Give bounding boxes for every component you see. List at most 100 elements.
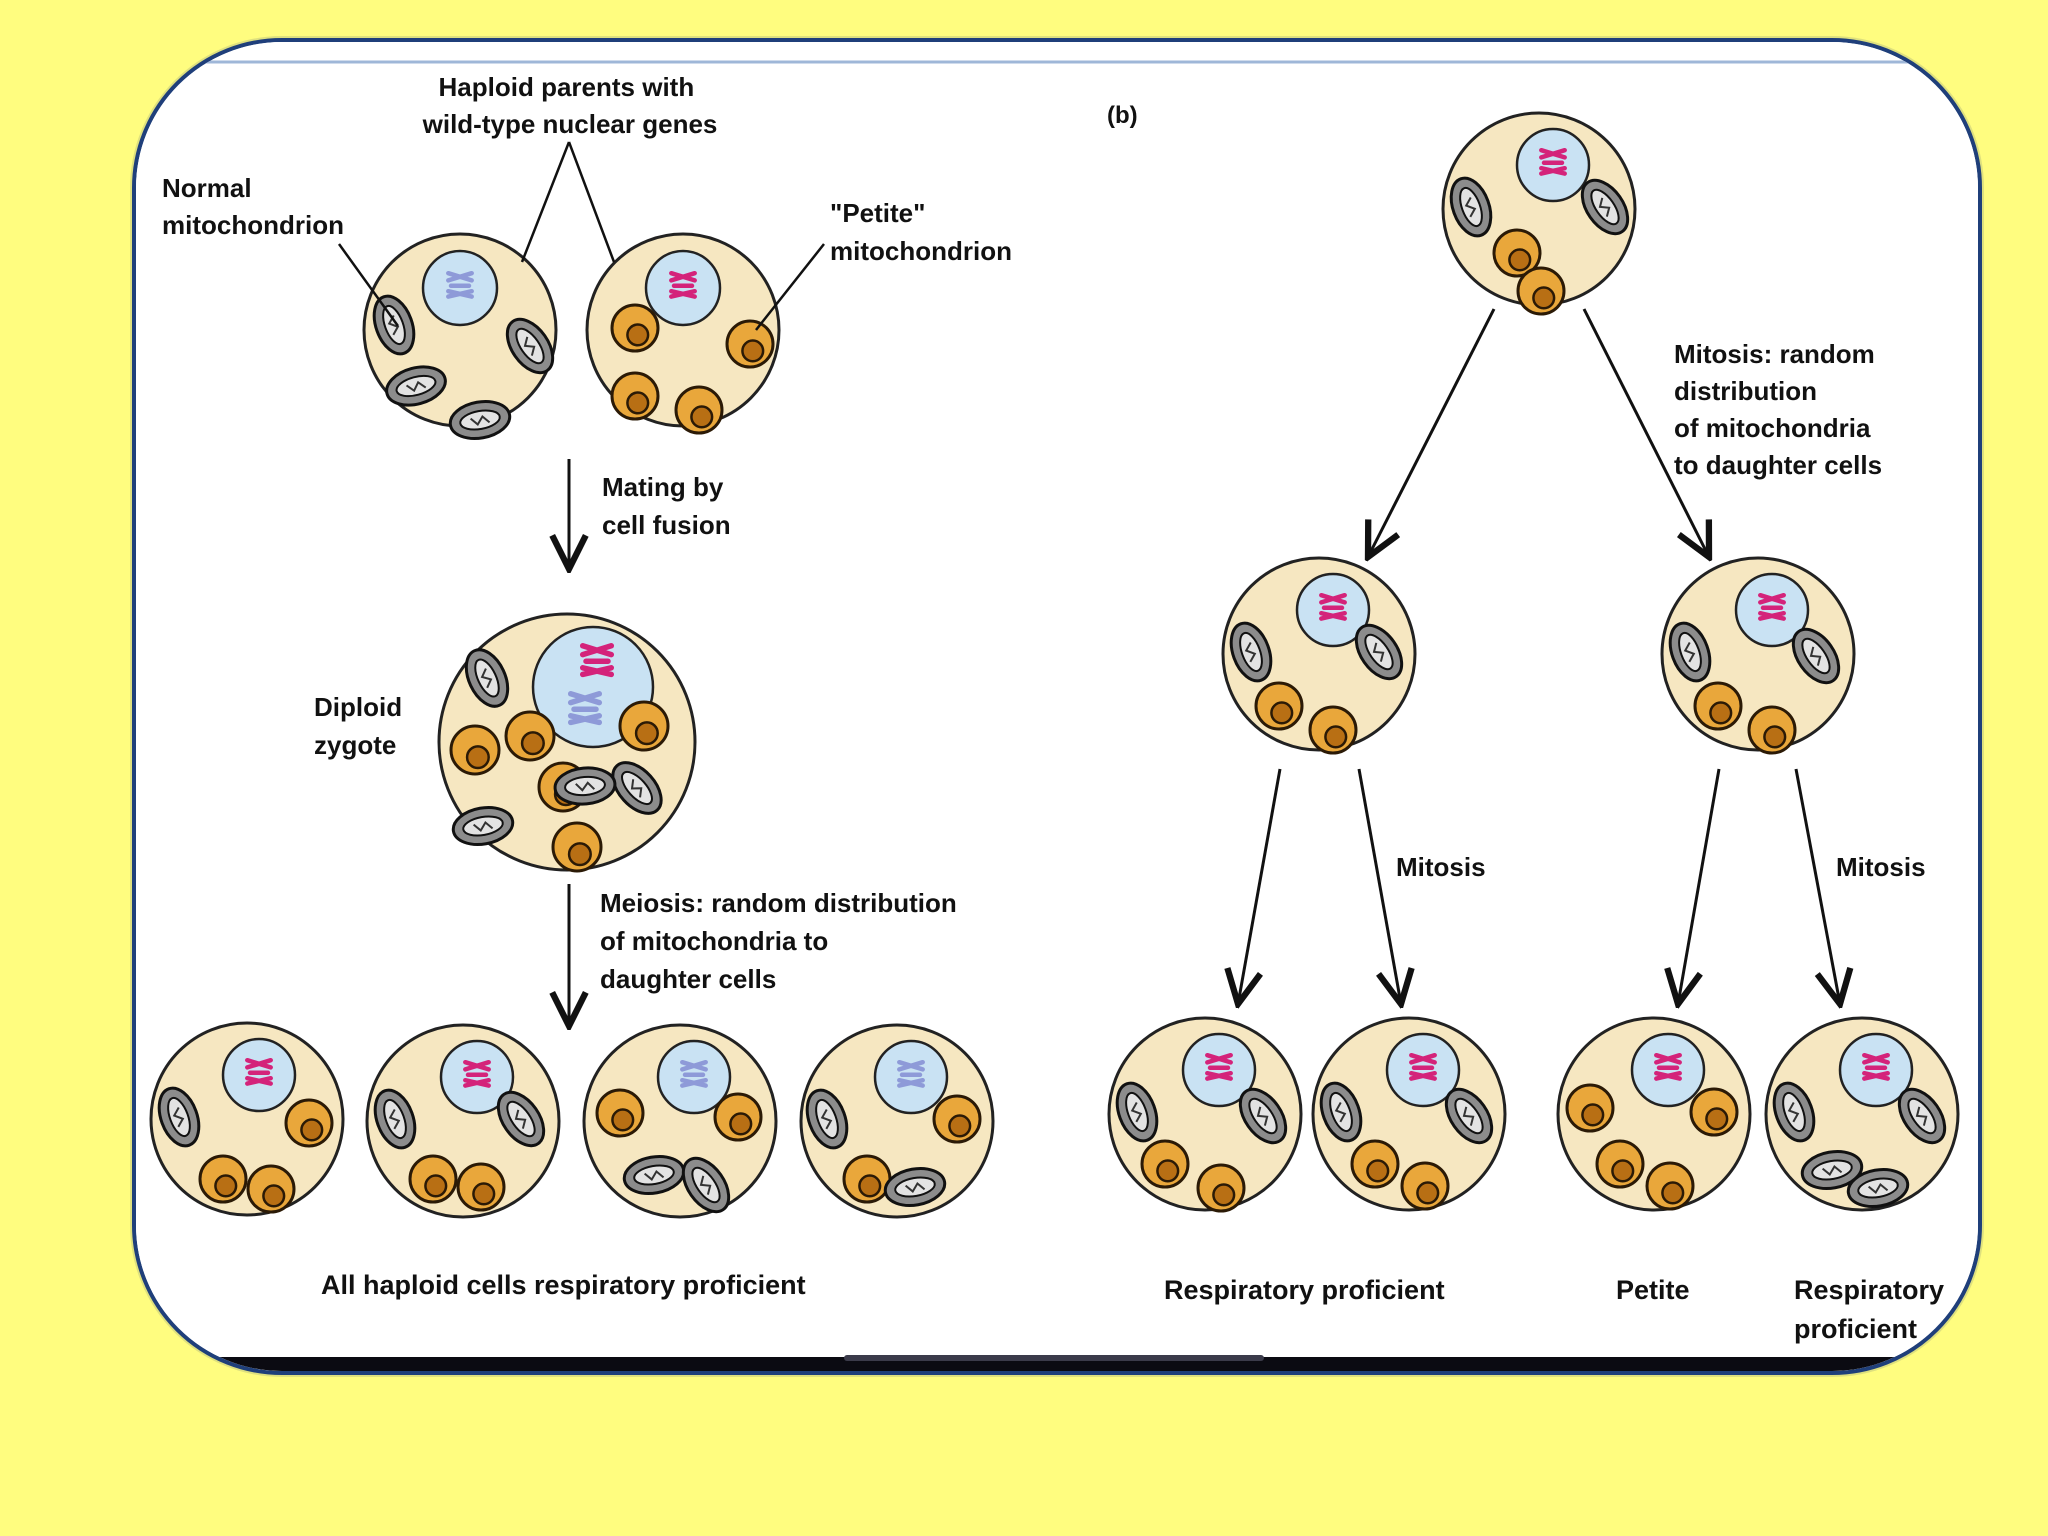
nucleus — [439, 1039, 515, 1115]
normal-mitochondrion — [1449, 176, 1493, 238]
petite-mitochondrion — [1693, 681, 1743, 731]
petite-mitochondrion — [1196, 1163, 1246, 1213]
chromosome — [463, 1059, 491, 1088]
normal-mitochondrion — [1319, 1081, 1363, 1143]
panel-b-parent-cell — [1441, 111, 1637, 316]
haploid-daughter-cell-1 — [149, 1021, 345, 1217]
chromosome — [245, 1057, 273, 1086]
petite-mitochondrion — [595, 1088, 645, 1138]
chromosome — [1862, 1052, 1890, 1081]
mitosis-right-label: Mitosis — [1836, 852, 1926, 882]
mitosis-arrow-rl — [1678, 768, 1721, 1004]
mitosis-arrow-lr — [1357, 768, 1401, 1004]
granddaughter-cell-petite — [1556, 1016, 1752, 1212]
chromosome — [567, 691, 603, 726]
petite-mitochondrion — [1400, 1161, 1450, 1211]
mitosis-left-label: Mitosis — [1396, 852, 1486, 882]
petite-mitochondrion — [284, 1098, 334, 1148]
nucleus — [421, 249, 499, 327]
normal-mitochondrion — [622, 1155, 686, 1195]
chromosome — [1758, 592, 1786, 621]
nucleus — [1838, 1032, 1914, 1108]
petite-mitochondrion — [1140, 1139, 1190, 1189]
nucleus — [1295, 572, 1371, 648]
chromosome — [680, 1059, 708, 1088]
normal-mito-pointer — [337, 243, 400, 327]
normal-mitochondrion — [1791, 627, 1841, 685]
petite-mitochondrion — [1747, 705, 1797, 755]
petite-result-label: Petite — [1616, 1275, 1690, 1305]
normal-mitochondrion — [448, 400, 512, 440]
normal-mitochondrion — [1772, 1081, 1816, 1143]
normal-mitochondrion — [451, 806, 515, 846]
chromosome — [1205, 1052, 1233, 1081]
petite-mitochondrion — [618, 700, 670, 752]
chromosome — [1654, 1052, 1682, 1081]
mitochondrial-inheritance-diagram: (b) Haploid parents with wild-type nucle… — [136, 42, 1978, 1371]
normal-mitochondrion — [883, 1167, 947, 1207]
normal-mitochondrion — [505, 317, 555, 375]
granddaughter-cell-1 — [1107, 1016, 1303, 1213]
petite-mitochondrion — [456, 1162, 506, 1212]
normal-mitochondrion — [157, 1086, 201, 1148]
nucleus — [656, 1039, 732, 1115]
normal-mitochondrion — [373, 1088, 417, 1150]
nucleus — [873, 1039, 949, 1115]
normal-mitochondrion — [1444, 1087, 1494, 1145]
normal-mitochondrion — [372, 294, 416, 356]
respiratory-proficient-label-right: Respiratory proficient — [1794, 1275, 1952, 1344]
petite-mitochondrion — [725, 319, 775, 369]
normal-mitochondrion — [1846, 1168, 1910, 1208]
nucleus — [1385, 1032, 1461, 1108]
panel-b-label: (b) — [1107, 102, 1138, 129]
parents-pointer-left — [520, 141, 571, 263]
normal-mitochondrion — [805, 1088, 849, 1150]
petite-mitochondrion — [1595, 1139, 1645, 1189]
haploid-daughter-cell-2 — [365, 1023, 561, 1219]
petite-mitochondrion — [408, 1154, 458, 1204]
normal-mitochondrion — [681, 1156, 731, 1214]
zygote-label: Diploid zygote — [314, 692, 409, 760]
normal-parent-cell — [362, 232, 558, 440]
petite-mitochondrion-label: "Petite" mitochondrion — [830, 198, 1012, 266]
petite-mitochondrion — [198, 1154, 248, 1204]
petite-mitochondrion — [1689, 1087, 1739, 1137]
parents-label: Haploid parents with wild-type nuclear g… — [422, 72, 718, 139]
mitosis-arrow-rr — [1794, 768, 1840, 1004]
normal-mitochondrion — [1229, 621, 1273, 683]
diagram-frame: (b) Haploid parents with wild-type nucle… — [132, 38, 1982, 1375]
chromosome — [579, 643, 615, 678]
normal-mitochondrion — [1897, 1087, 1947, 1145]
granddaughter-cell-2 — [1311, 1016, 1507, 1212]
panel-b-daughter-cell-left — [1221, 556, 1417, 755]
petite-mitochondrion — [449, 724, 501, 776]
chromosome — [669, 270, 697, 299]
parents-pointer-right — [567, 141, 616, 263]
petite-mitochondrion — [1516, 266, 1566, 316]
mitosis-arrow-left — [1368, 308, 1496, 557]
normal-mitochondrion — [464, 648, 510, 708]
haploid-daughter-cell-4 — [799, 1023, 995, 1219]
petite-mitochondrion — [1492, 228, 1542, 278]
petite-mitochondrion — [1254, 681, 1304, 731]
respiratory-proficient-label-left: Respiratory proficient — [1164, 1275, 1445, 1305]
home-indicator — [844, 1355, 1264, 1361]
petite-mitochondrion — [246, 1164, 296, 1214]
bottom-bar — [136, 1355, 1978, 1371]
petite-mitochondrion — [1565, 1083, 1615, 1133]
normal-mitochondrion — [1115, 1081, 1159, 1143]
normal-mitochondrion — [1800, 1150, 1864, 1190]
petite-mitochondrion — [932, 1094, 982, 1144]
normal-mitochondrion-label: Normal mitochondrion — [162, 173, 344, 240]
nucleus — [1515, 127, 1591, 203]
diploid-zygote-cell — [437, 612, 697, 873]
normal-mitochondrion — [1580, 178, 1630, 236]
petite-mitochondrion — [610, 303, 660, 353]
nucleus — [221, 1037, 297, 1113]
petite-parent-cell — [585, 232, 781, 435]
nucleus — [1181, 1032, 1257, 1108]
normal-mitochondrion — [1668, 621, 1712, 683]
petite-mitochondrion — [713, 1092, 763, 1142]
chromosome — [1409, 1052, 1437, 1081]
